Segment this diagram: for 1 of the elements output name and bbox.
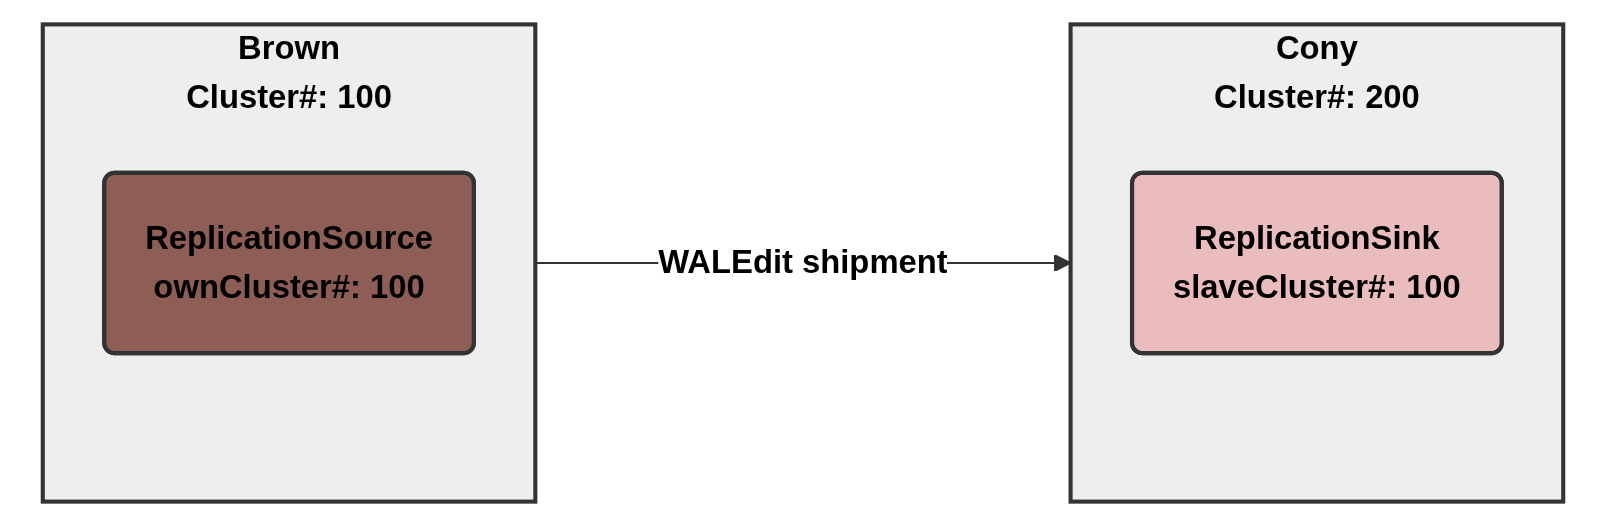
edge-label: WALEdit shipment [658,244,948,280]
